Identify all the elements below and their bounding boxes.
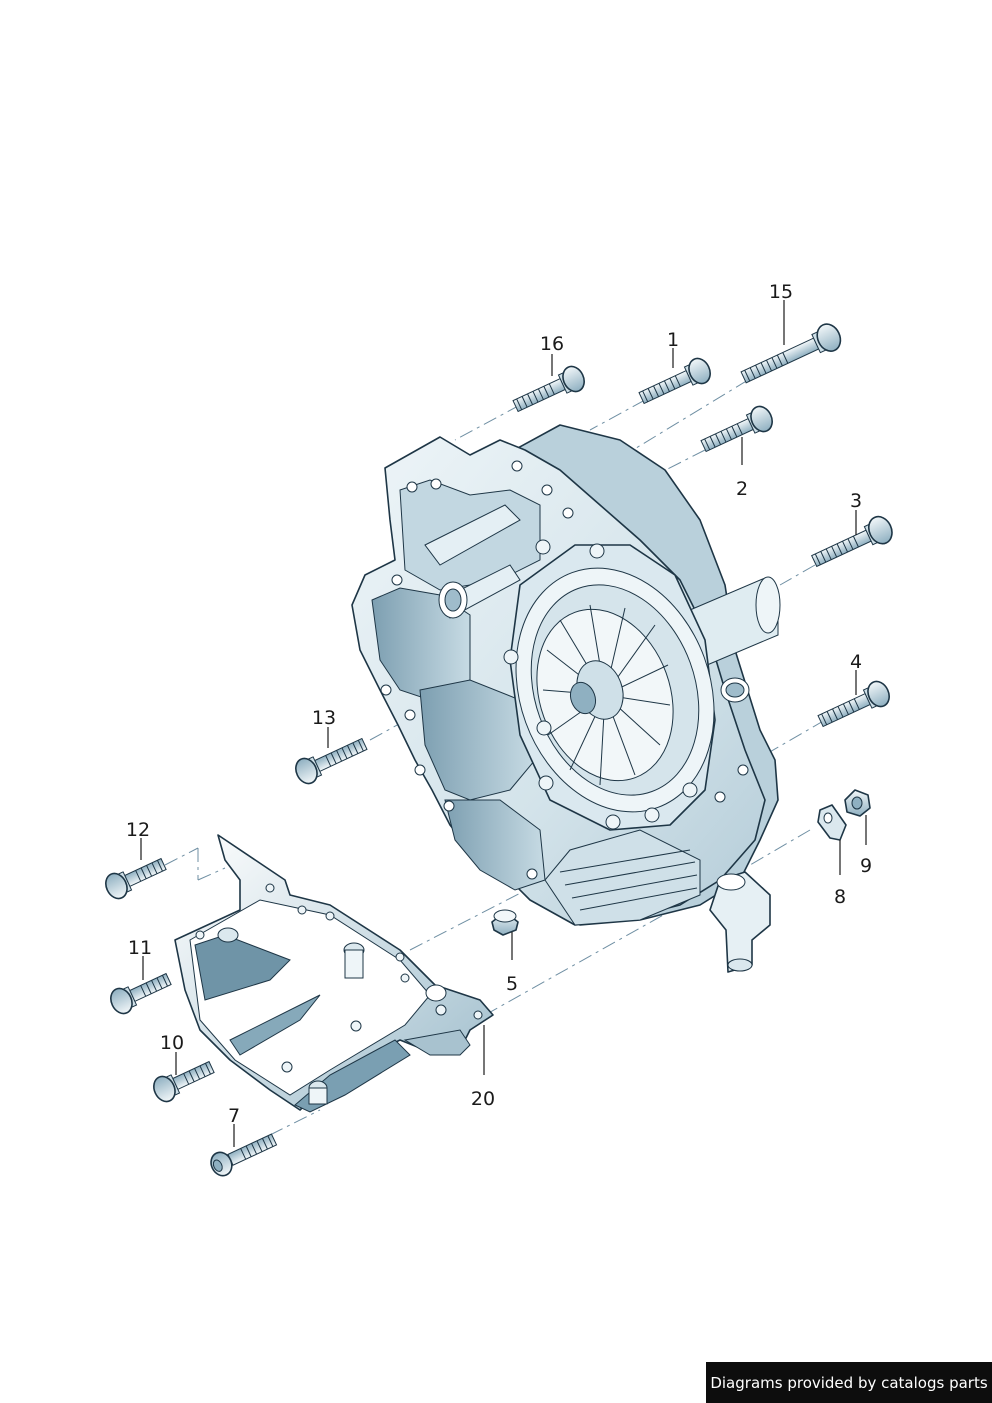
bolt-13 xyxy=(295,737,368,785)
callout-9: 9 xyxy=(860,855,872,877)
bolt-1 xyxy=(638,357,711,405)
callout-3: 3 xyxy=(850,490,862,512)
callout-5: 5 xyxy=(506,973,518,995)
callout-leaders xyxy=(140,300,867,1147)
callout-11: 11 xyxy=(128,937,152,959)
bolt-12 xyxy=(105,857,167,900)
attribution-text: Diagrams provided by catalogs parts xyxy=(710,1373,988,1392)
callout-8: 8 xyxy=(834,886,846,908)
bolt-2 xyxy=(700,405,773,453)
bolt-16 xyxy=(512,365,585,413)
callout-16: 16 xyxy=(540,333,564,355)
callout-13: 13 xyxy=(312,707,336,729)
callout-2: 2 xyxy=(736,478,748,500)
callout-10: 10 xyxy=(160,1032,184,1054)
sleeve-5 xyxy=(491,909,519,936)
callout-15: 15 xyxy=(769,281,793,303)
bolt-3 xyxy=(811,515,893,568)
bolt-11 xyxy=(110,972,172,1015)
attribution-banner: Diagrams provided by catalogs parts xyxy=(706,1362,992,1403)
callout-4: 4 xyxy=(850,651,862,673)
bolt-7 xyxy=(210,1133,278,1177)
callout-labels: 1 2 3 4 5 7 8 9 10 11 12 13 15 16 20 xyxy=(126,281,872,1127)
bolt-4 xyxy=(817,680,890,728)
nut-9 xyxy=(844,789,871,817)
callout-20: 20 xyxy=(471,1088,495,1110)
bolt-10 xyxy=(153,1060,215,1103)
bracket-8 xyxy=(817,804,847,841)
callout-1: 1 xyxy=(667,329,679,351)
callout-12: 12 xyxy=(126,819,150,841)
callout-7: 7 xyxy=(228,1105,240,1127)
bottom-cover xyxy=(174,834,494,1113)
bolt-15 xyxy=(740,323,842,384)
center-bearing-plate xyxy=(503,539,716,831)
